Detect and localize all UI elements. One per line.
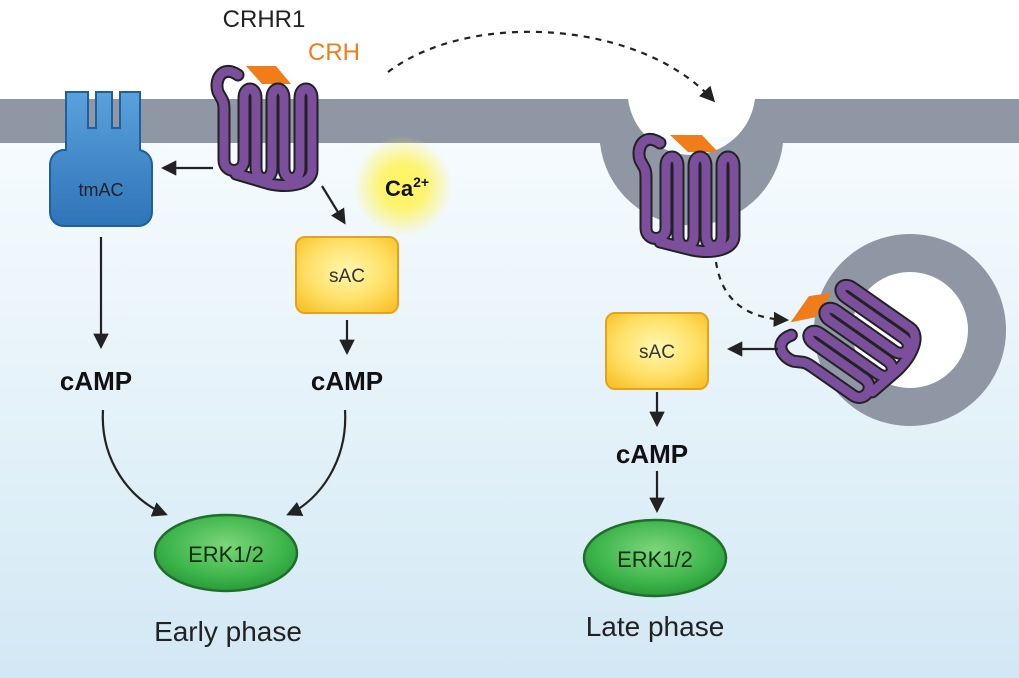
phase-label-late: Late phase (586, 611, 725, 642)
arrow-camp-right-to-erk (286, 409, 347, 516)
crhr1-receptor-endosome (774, 278, 922, 404)
tmac-label: tmAC (79, 180, 124, 200)
crh-ligand-icon (790, 292, 832, 323)
camp-label-sac-early: cAMP (311, 366, 383, 396)
phase-label-early: Early phase (154, 616, 302, 647)
arrows (93, 30, 790, 517)
calcium-charge: 2+ (413, 174, 429, 190)
sac-box-early: sAC (295, 236, 399, 314)
camp-label-late: cAMP (616, 439, 688, 469)
erk-late: ERK1/2 (582, 518, 728, 598)
crh-ligand-icon (670, 135, 718, 152)
erk-early: ERK1/2 (153, 513, 299, 593)
sac-label-early: sAC (329, 266, 365, 287)
camp-label-tmac: cAMP (60, 366, 132, 396)
crh-ligand-icon (246, 66, 291, 84)
arrow-receptor-to-sac (321, 185, 346, 225)
arrow-to-endosome (714, 261, 790, 328)
receptor-label: CRHR1 (223, 6, 306, 33)
calcium-label: Ca2+ (385, 174, 429, 201)
tmac-enzyme: tmAC (49, 91, 153, 227)
calcium-symbol: Ca (385, 176, 414, 201)
erk-label-late: ERK1/2 (617, 547, 693, 572)
cytoplasm (0, 137, 1019, 678)
crhr1-receptor-surface (210, 64, 319, 192)
calcium-glow (353, 136, 453, 236)
arrow-internalization (387, 30, 716, 103)
arrow-camp-left-to-erk (101, 409, 168, 517)
sac-box-late: sAC (605, 312, 709, 390)
erk-label-early: ERK1/2 (188, 542, 264, 567)
sac-label-late: sAC (639, 342, 675, 363)
crhr1-receptor-invaginated (632, 132, 741, 258)
ligand-label: CRH (308, 39, 360, 66)
